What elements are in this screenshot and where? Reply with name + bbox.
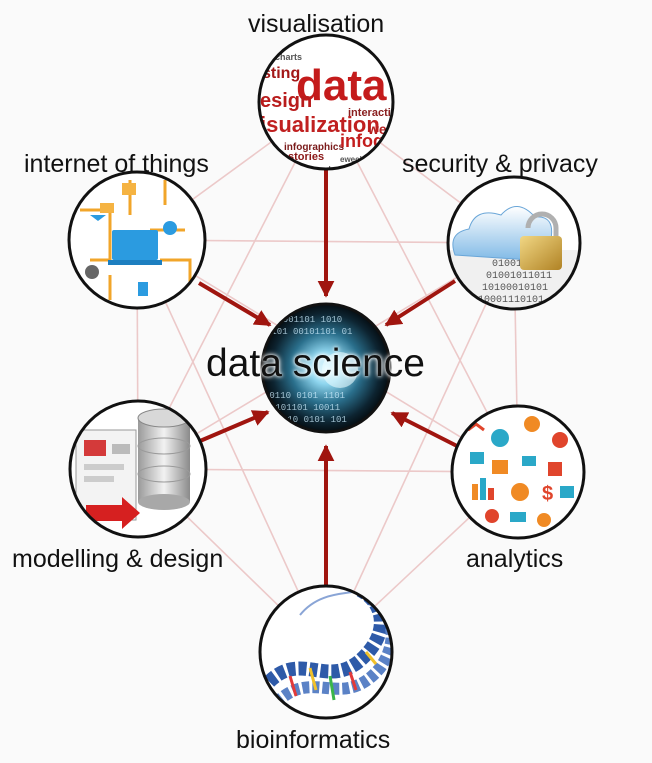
svg-text:110 0101 101: 110 0101 101 [282,415,347,425]
svg-text:eweek: eweek [340,155,365,164]
cloud-word: interactiv [348,107,398,119]
label-internet-of-things: internet of things [24,150,209,178]
svg-text:01001101 1010: 01001101 1010 [272,315,342,325]
cloud-word: esign [260,90,312,112]
cloud-word: stories [288,151,324,163]
node-visualisation: data esign isualization infographics int… [257,33,398,171]
center-label: data science [206,342,425,385]
node-analytics: $ [450,404,586,540]
label-modelling-design: modelling & design [12,545,224,573]
node-security-privacy: 0100111101 01001011011 10100010101 10001… [446,175,582,311]
label-security-privacy: security & privacy [402,150,598,178]
binary-line: 10100010101 [482,283,548,294]
label-visualisation: visualisation [248,10,385,38]
node-internet-of-things [67,170,207,310]
cloud-word: isualization [260,112,380,137]
word-cloud-icon: data esign isualization infographics int… [260,52,398,169]
center-node: 01001101 1010 1101 00101101 01 10110 010… [260,302,392,434]
binary-line: 01001011011 [486,271,552,282]
arrows [197,170,458,586]
arrow-security-privacy [384,279,457,327]
connected-devices-icon [80,180,192,300]
svg-text:0101101 10011: 0101101 10011 [270,403,340,413]
arrow-modelling-design [199,410,270,443]
svg-text:1101 00101101 01: 1101 00101101 01 [266,327,352,337]
data-tunnel-icon: 01001101 1010 1101 00101101 01 10110 010… [264,315,358,425]
database-model-icon [75,408,191,529]
node-bioinformatics [258,584,394,720]
svg-text:10110 0101 1101: 10110 0101 1101 [264,391,345,401]
analytics-icons-icon: $ [467,416,574,527]
label-analytics: analytics [466,545,564,573]
cloud-word: infographics [284,142,344,153]
label-bioinformatics: bioinformatics [236,726,391,754]
cloud-word: data [296,61,387,110]
binary-line: 10001110101 [478,295,544,306]
svg-text:sting: sting [262,65,300,82]
arrow-analytics [390,411,458,448]
svg-text:$: $ [542,483,553,505]
node-modelling-design [68,399,208,539]
arrow-internet-of-things [197,281,272,327]
svg-text:charts: charts [275,52,302,62]
